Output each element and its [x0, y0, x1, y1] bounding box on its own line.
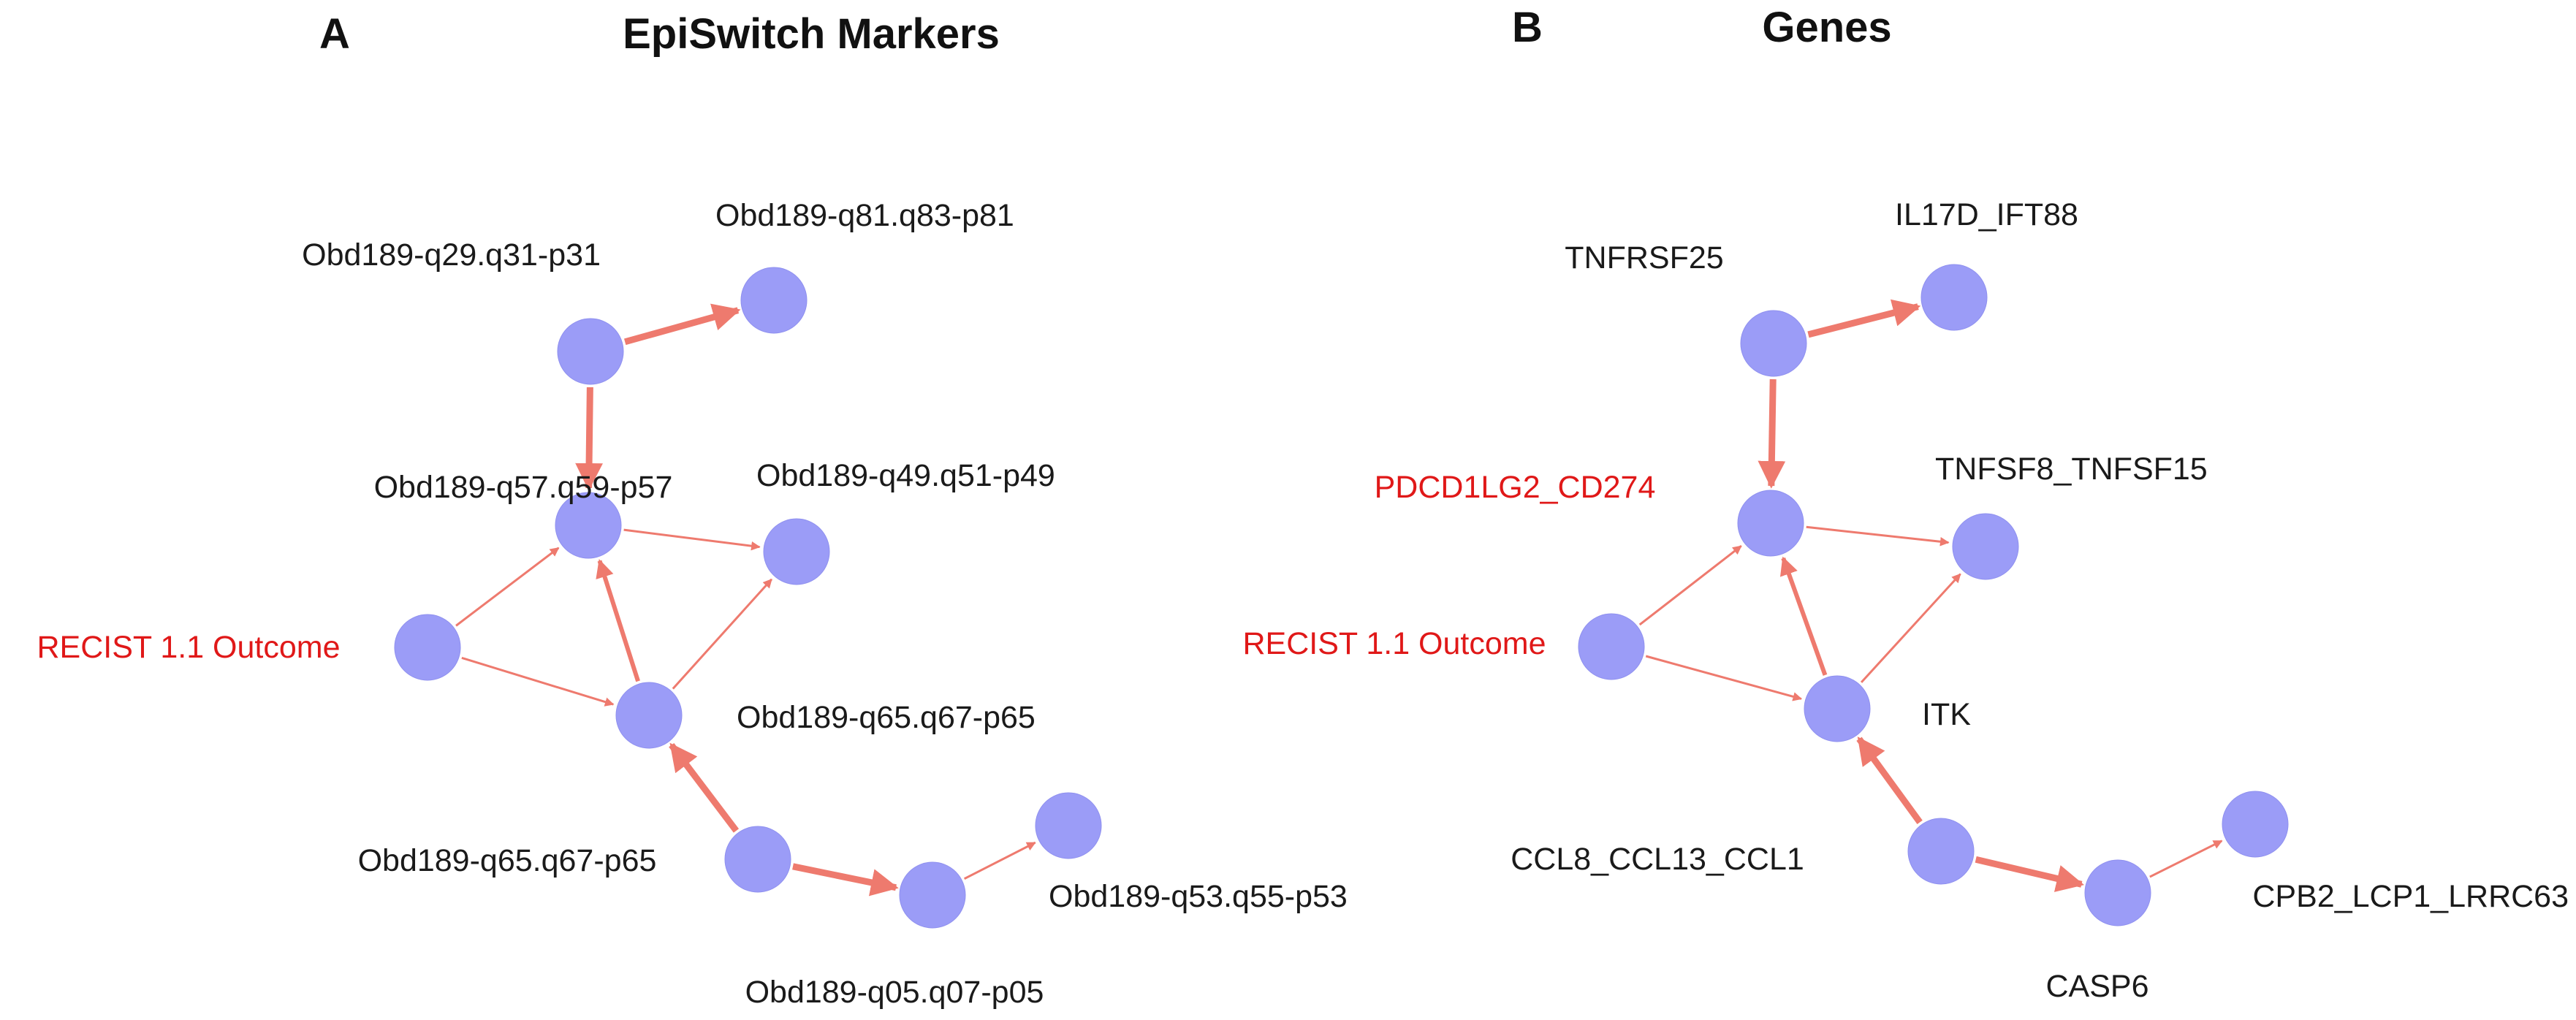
- node-layer: [394, 267, 1102, 929]
- node-label: CCL8_CCL13_CCL1: [1511, 842, 1804, 877]
- graph-node: [1920, 264, 1988, 331]
- node-label: CPB2_LCP1_LRRC63: [2252, 879, 2569, 914]
- node-label: TNFSF8_TNFSF15: [1935, 452, 2208, 487]
- edge-arrow: [672, 578, 772, 690]
- graph-node: [1952, 513, 2019, 580]
- node-label: Obd189-q05.q07-p05: [745, 975, 1044, 1010]
- edge-arrow: [963, 841, 1036, 880]
- graph-node: [2084, 859, 2151, 926]
- edge-arrow: [623, 303, 741, 346]
- edge-arrow: [596, 559, 640, 682]
- edge-arrow: [1807, 299, 1921, 338]
- panel-letter: B: [1512, 4, 1543, 51]
- edge-arrow: [1779, 556, 1828, 676]
- node-label: Obd189-q57.q59-p57: [374, 470, 673, 505]
- graph-node: [1578, 613, 1645, 680]
- edge-arrow: [623, 528, 761, 551]
- edge-arrow: [1758, 378, 1786, 489]
- edge-arrow: [792, 863, 899, 897]
- graph-node: [740, 267, 808, 334]
- edge-arrow: [1856, 737, 1923, 825]
- edge-arrow: [669, 742, 740, 833]
- edge-arrow: [1638, 545, 1742, 626]
- edge-layer: [455, 303, 1036, 897]
- node-label: ITK: [1922, 697, 1971, 732]
- graph-node: [1035, 792, 1102, 859]
- graph-node: [1737, 490, 1804, 557]
- panel-b: B Genes TNFRSF25 IL17D_IFT88 PDCD1LG2_CD…: [1242, 4, 2569, 1004]
- edge-arrow: [1975, 856, 2085, 892]
- edge-arrow: [1860, 573, 1961, 683]
- edge-arrow: [455, 547, 560, 627]
- node-label: Obd189-q49.q51-p49: [756, 458, 1055, 493]
- graph-node: [557, 318, 624, 385]
- graph-node: [2222, 791, 2289, 858]
- panel-title: Genes: [1762, 4, 1891, 51]
- node-label: IL17D_IFT88: [1895, 197, 2078, 232]
- node-label: Obd189-q65.q67-p65: [737, 700, 1036, 735]
- node-label: TNFRSF25: [1565, 240, 1723, 275]
- node-label: Obd189-q29.q31-p31: [302, 237, 601, 273]
- panel-letter: A: [319, 10, 350, 58]
- node-label: Obd189-q81.q83-p81: [715, 198, 1014, 233]
- graph-node: [899, 861, 966, 929]
- graph-node: [1804, 675, 1871, 742]
- graph-node: [394, 614, 461, 681]
- panel-a: A EpiSwitch Markers Obd189-q29.q31-p31 O…: [37, 10, 1347, 1010]
- graph-node: [724, 826, 791, 893]
- node-label: PDCD1LG2_CD274: [1375, 470, 1656, 505]
- edge-layer: [1638, 299, 2223, 892]
- graph-node: [615, 682, 683, 749]
- edge-arrow: [1806, 525, 1950, 547]
- node-label: RECIST 1.1 Outcome: [1242, 626, 1546, 661]
- graph-node: [1740, 310, 1807, 377]
- node-layer: [1578, 264, 2289, 926]
- graph-node: [1907, 818, 1975, 885]
- node-label: Obd189-q53.q55-p53: [1049, 879, 1348, 914]
- node-label: RECIST 1.1 Outcome: [37, 630, 340, 665]
- graph-node: [763, 518, 830, 585]
- panel-title: EpiSwitch Markers: [623, 10, 1000, 58]
- graph-node: [555, 492, 622, 559]
- node-label: Obd189-q65.q67-p65: [358, 843, 657, 878]
- edge-arrow: [461, 656, 615, 707]
- edge-arrow: [2149, 840, 2223, 878]
- edge-arrow: [575, 387, 603, 491]
- edge-arrow: [1645, 655, 1803, 701]
- node-label: CASP6: [2045, 969, 2148, 1004]
